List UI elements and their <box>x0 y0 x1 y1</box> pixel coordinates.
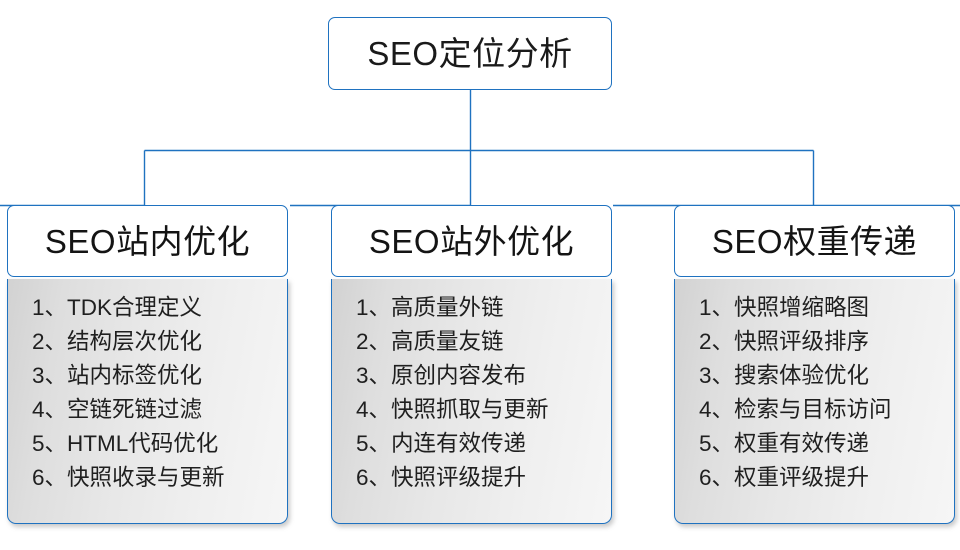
list-item-index: 6、 <box>32 465 68 490</box>
list-item[interactable]: 3、搜索体验优化 <box>699 359 954 393</box>
list-item-index: 3、 <box>32 363 68 388</box>
item-list-1: 1、TDK合理定义 2、结构层次优化 3、站内标签优化 4、空链死链过滤 5、H… <box>8 291 287 495</box>
list-item-index: 1、 <box>32 295 68 320</box>
branch-column-3: SEO权重传递 1、快照增缩略图 2、快照评级排序 3、搜索体验优化 4、检索与… <box>674 205 955 524</box>
list-item-label: 空链死链过滤 <box>67 397 203 422</box>
list-item-label: 搜索体验优化 <box>734 363 870 388</box>
list-item[interactable]: 4、空链死链过滤 <box>32 393 287 427</box>
list-item-index: 2、 <box>699 329 735 354</box>
root-node-title: SEO定位分析 <box>367 35 573 72</box>
list-item-index: 4、 <box>356 397 392 422</box>
branch-header-2[interactable]: SEO站外优化 <box>331 205 612 277</box>
list-item-label: 快照评级排序 <box>734 329 870 354</box>
list-item-label: 快照增缩略图 <box>734 295 870 320</box>
list-item-index: 3、 <box>699 363 735 388</box>
list-item[interactable]: 3、站内标签优化 <box>32 359 287 393</box>
list-item-index: 6、 <box>699 465 735 490</box>
list-item-index: 1、 <box>699 295 735 320</box>
list-item-index: 3、 <box>356 363 392 388</box>
list-item-label: 权重有效传递 <box>734 431 870 456</box>
list-item[interactable]: 4、检索与目标访问 <box>699 393 954 427</box>
root-node[interactable]: SEO定位分析 <box>328 17 612 90</box>
branch-header-title-2: SEO站外优化 <box>368 222 575 260</box>
list-item-index: 5、 <box>356 431 392 456</box>
list-item-index: 5、 <box>32 431 68 456</box>
list-item-label: HTML代码优化 <box>67 431 219 456</box>
branch-header-title-1: SEO站内优化 <box>44 222 251 260</box>
list-item-index: 4、 <box>32 397 68 422</box>
list-item[interactable]: 3、原创内容发布 <box>356 359 611 393</box>
list-item-index: 6、 <box>356 465 392 490</box>
branch-body-2: 1、高质量外链 2、高质量友链 3、原创内容发布 4、快照抓取与更新 5、内连有… <box>331 279 612 524</box>
list-item-index: 5、 <box>699 431 735 456</box>
list-item-label: 原创内容发布 <box>391 363 527 388</box>
branch-body-3: 1、快照增缩略图 2、快照评级排序 3、搜索体验优化 4、检索与目标访问 5、权… <box>674 279 955 524</box>
list-item[interactable]: 1、TDK合理定义 <box>32 291 287 325</box>
list-item[interactable]: 5、HTML代码优化 <box>32 427 287 461</box>
list-item-index: 2、 <box>32 329 68 354</box>
list-item-label: 结构层次优化 <box>67 329 203 354</box>
list-item-label: 高质量友链 <box>391 329 504 354</box>
branch-body-1: 1、TDK合理定义 2、结构层次优化 3、站内标签优化 4、空链死链过滤 5、H… <box>7 279 288 524</box>
list-item[interactable]: 5、权重有效传递 <box>699 427 954 461</box>
item-list-2: 1、高质量外链 2、高质量友链 3、原创内容发布 4、快照抓取与更新 5、内连有… <box>332 291 611 495</box>
list-item[interactable]: 5、内连有效传递 <box>356 427 611 461</box>
list-item[interactable]: 6、权重评级提升 <box>699 461 954 495</box>
branch-column-1: SEO站内优化 1、TDK合理定义 2、结构层次优化 3、站内标签优化 4、空链… <box>7 205 288 524</box>
branch-header-3[interactable]: SEO权重传递 <box>674 205 955 277</box>
list-item-label: 权重评级提升 <box>734 465 870 490</box>
list-item-label: TDK合理定义 <box>67 295 203 320</box>
branch-header-1[interactable]: SEO站内优化 <box>7 205 288 277</box>
list-item[interactable]: 2、快照评级排序 <box>699 325 954 359</box>
list-item[interactable]: 1、快照增缩略图 <box>699 291 954 325</box>
list-item[interactable]: 6、快照收录与更新 <box>32 461 287 495</box>
branch-column-2: SEO站外优化 1、高质量外链 2、高质量友链 3、原创内容发布 4、快照抓取与… <box>331 205 612 524</box>
item-list-3: 1、快照增缩略图 2、快照评级排序 3、搜索体验优化 4、检索与目标访问 5、权… <box>675 291 954 495</box>
list-item-label: 站内标签优化 <box>67 363 203 388</box>
list-item-label: 检索与目标访问 <box>734 397 892 422</box>
list-item-label: 快照评级提升 <box>391 465 527 490</box>
branch-header-title-3: SEO权重传递 <box>711 222 918 260</box>
list-item-index: 1、 <box>356 295 392 320</box>
list-item[interactable]: 4、快照抓取与更新 <box>356 393 611 427</box>
list-item-label: 快照抓取与更新 <box>391 397 549 422</box>
list-item-label: 快照收录与更新 <box>67 465 225 490</box>
list-item[interactable]: 1、高质量外链 <box>356 291 611 325</box>
list-item-label: 内连有效传递 <box>391 431 527 456</box>
list-item[interactable]: 2、结构层次优化 <box>32 325 287 359</box>
list-item[interactable]: 6、快照评级提升 <box>356 461 611 495</box>
list-item[interactable]: 2、高质量友链 <box>356 325 611 359</box>
list-item-label: 高质量外链 <box>391 295 504 320</box>
list-item-index: 4、 <box>699 397 735 422</box>
list-item-index: 2、 <box>356 329 392 354</box>
